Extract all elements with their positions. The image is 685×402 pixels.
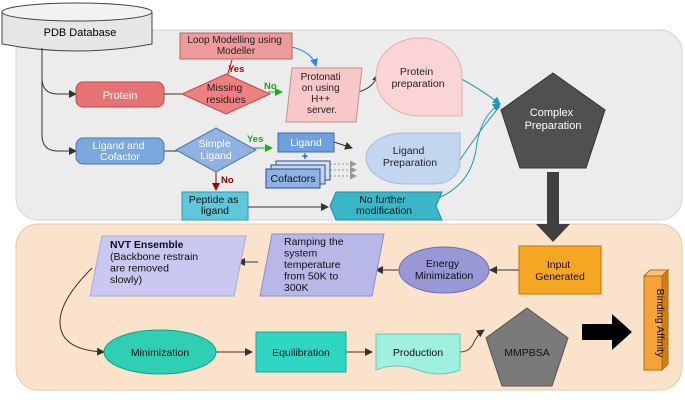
peptide-ligand-label: Peptide as ligand bbox=[189, 194, 242, 217]
equilibration-label: Equilibration bbox=[272, 347, 330, 359]
ramping-node bbox=[259, 233, 385, 297]
ligand-box-node bbox=[277, 132, 335, 153]
minimization-label: Minimization bbox=[131, 347, 190, 359]
nvt-ensemble-text: (Backbone restrain are removed slowly) bbox=[110, 251, 201, 286]
energy-minimization-node bbox=[398, 246, 490, 294]
ligand-preparation-label: Ligand Preparation bbox=[383, 145, 437, 169]
no-further-modification-label: No further modification bbox=[356, 194, 412, 217]
protonation-label: Protonati on using H++ server. bbox=[301, 72, 344, 116]
simple-ligand-label: Simple Ligand bbox=[198, 138, 233, 162]
complex-preparation-node bbox=[500, 72, 606, 169]
plus-sign: + bbox=[302, 151, 308, 163]
complex-preparation-label: Complex Preparation bbox=[525, 107, 582, 132]
ramping-label: Ramping the system temperature from 50K … bbox=[284, 236, 346, 294]
missing-residues-node bbox=[180, 73, 272, 115]
peptide-ligand-node bbox=[181, 191, 249, 221]
equilibration-node bbox=[255, 331, 347, 373]
complex-to-input-arrow bbox=[536, 172, 570, 242]
nvt-ensemble-node bbox=[89, 235, 247, 297]
input-generated-label: Input Generated bbox=[535, 259, 585, 283]
protein-preparation-label: Protein preparation bbox=[391, 66, 444, 90]
production-label: Production bbox=[393, 347, 443, 359]
mmpbsa-node bbox=[485, 307, 569, 387]
cofactor-dashes bbox=[330, 160, 357, 180]
pdb-database-label: PDB Database bbox=[44, 27, 117, 39]
mmpbsa-to-binding-arrow bbox=[582, 314, 632, 350]
missing-no-label: No bbox=[264, 81, 277, 92]
nvt-ensemble-title: NVT Ensemble bbox=[110, 239, 184, 251]
input-generated-node bbox=[518, 245, 602, 295]
protonation-node bbox=[285, 67, 363, 123]
missing-residues-label: Missing residues bbox=[206, 82, 246, 106]
cofactors-node: Cofactors bbox=[265, 160, 331, 189]
ligand-cofactor-label: Ligand and Cofactor bbox=[93, 140, 148, 163]
edges-lower bbox=[59, 258, 519, 356]
energy-minimization-label: Energy Minimization bbox=[415, 258, 474, 282]
protein-node bbox=[75, 81, 165, 108]
cofactors-label: Cofactors bbox=[271, 173, 316, 185]
minimization-node bbox=[103, 329, 217, 375]
ligand-preparation-node bbox=[365, 132, 461, 185]
missing-yes-label: Yes bbox=[228, 64, 244, 75]
simple-yes-label: Yes bbox=[247, 134, 263, 145]
mmpbsa-label: MMPBSA bbox=[504, 347, 550, 359]
ligand-box-label: Ligand bbox=[290, 137, 322, 149]
loop-modelling-label: Loop Modelling using Modeller bbox=[187, 35, 284, 57]
no-further-modification-node bbox=[329, 191, 443, 221]
binding-affinity-label: Binding Affinity bbox=[654, 289, 666, 358]
loop-modelling-node bbox=[179, 32, 293, 60]
binding-affinity-node: Binding Affinity bbox=[642, 268, 670, 372]
simple-no-label: No bbox=[221, 175, 234, 186]
production-node bbox=[375, 333, 461, 375]
pdb-database-node: PDB Database bbox=[1, 2, 153, 52]
protein-label: Protein bbox=[103, 90, 138, 102]
protein-preparation-node bbox=[375, 37, 463, 117]
simple-ligand-node bbox=[174, 127, 258, 173]
ligand-cofactor-node bbox=[75, 137, 165, 165]
